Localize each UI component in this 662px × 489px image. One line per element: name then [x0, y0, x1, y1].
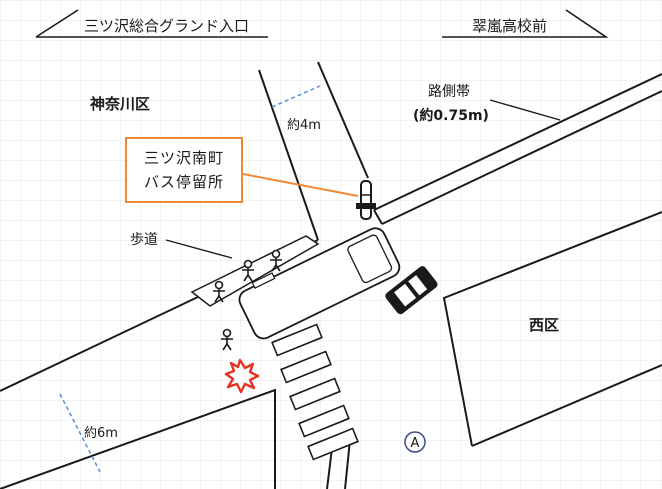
- crosswalk: [271, 323, 359, 461]
- nishi-block-edge: [442, 211, 662, 447]
- roadside-strip-outer: [373, 73, 662, 211]
- callout-pointer: [242, 173, 359, 197]
- north-road-right-edge: [317, 61, 369, 179]
- roadside-pointer: [489, 99, 561, 121]
- north-road-left-edge: [258, 69, 319, 241]
- bus-stop-callout: 三ツ沢南町 バス停留所: [125, 137, 243, 203]
- roadside-strip-cap: [373, 209, 383, 225]
- bus-stop-callout-line2: バス停留所: [143, 173, 224, 191]
- pedestrian-crossing: [221, 328, 233, 351]
- main-road-upper-edge: [0, 295, 201, 392]
- pedestrian-2: [242, 259, 254, 282]
- upper-road-width-line: [271, 85, 321, 108]
- point-a-label: A: [411, 436, 420, 451]
- sign-mitsuzawa-grand-label: 三ツ沢総合グランド入口: [84, 17, 249, 35]
- crosswalk-stripe-2: [280, 350, 332, 384]
- bus: [238, 227, 401, 340]
- nishi-ward-label: 西区: [529, 316, 559, 334]
- crosswalk-stripe-1: [271, 323, 323, 357]
- sign-suiran-highschool-label: 翠嵐高校前: [472, 17, 547, 35]
- sidewalk-label: 歩道: [130, 232, 158, 248]
- crosswalk-stripe-4: [298, 404, 350, 438]
- bus-stop-pole: [356, 180, 376, 220]
- crosswalk-stripe-3: [289, 377, 341, 411]
- collision-mark: [224, 358, 260, 394]
- kanagawa-ward-label: 神奈川区: [90, 95, 150, 113]
- pedestrian-3: [270, 249, 282, 272]
- lower-left-block-edge: [0, 388, 276, 489]
- pedestrian-1: [213, 280, 225, 303]
- point-a-circle: [404, 431, 426, 453]
- car: [385, 266, 438, 315]
- main-road-width-line: [59, 393, 101, 473]
- upper-road-width-label: 約4m: [287, 118, 321, 133]
- road-edges: [0, 61, 662, 489]
- roadside-strip-inner: [381, 90, 662, 225]
- sidewalk-area: [190, 235, 320, 307]
- main-road-width-label: 約6m: [84, 426, 118, 441]
- roadside-strip-width: (約0.75m): [413, 107, 489, 124]
- crosswalk-stripe-5: [307, 427, 359, 461]
- roadside-strip-label: 路側帯: [428, 84, 470, 100]
- sidewalk-pointer: [165, 239, 233, 259]
- nishi-block-bottom: [471, 364, 662, 447]
- bus-stop-callout-line1: 三ツ沢南町: [143, 149, 224, 167]
- sign-suiran-highschool: 翠嵐高校前: [442, 9, 609, 38]
- sign-mitsuzawa-grand: 三ツ沢総合グランド入口: [35, 9, 268, 38]
